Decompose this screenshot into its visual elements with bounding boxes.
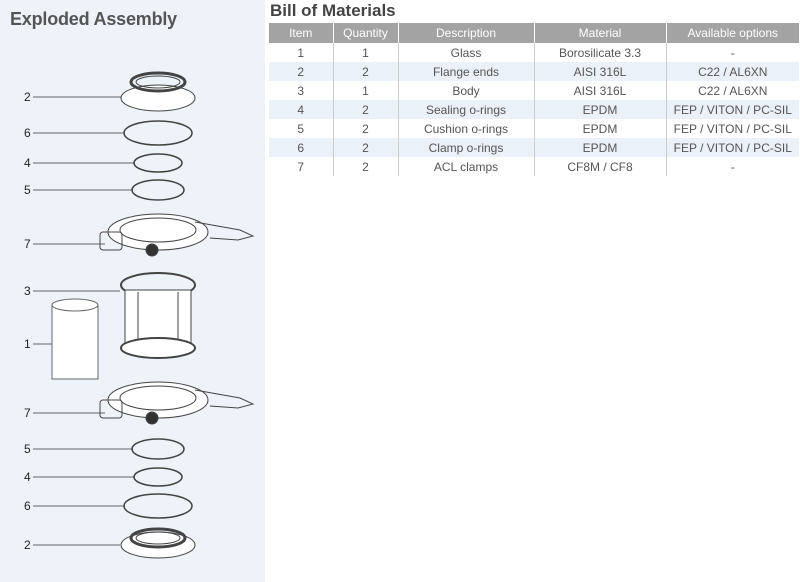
cell-options: FEP / VITON / PC-SIL xyxy=(666,100,799,119)
header-options: Available options xyxy=(666,23,799,43)
cell-material: CF8M / CF8 xyxy=(534,157,667,176)
cell-options: FEP / VITON / PC-SIL xyxy=(666,138,799,157)
cell-item: 7 xyxy=(269,157,334,176)
cell-description: ACL clamps xyxy=(398,157,535,176)
cell-quantity: 2 xyxy=(333,157,399,176)
cell-options: FEP / VITON / PC-SIL xyxy=(673,121,792,136)
part-callout: 4 xyxy=(24,470,31,484)
cell-description: Flange ends xyxy=(398,62,535,81)
part-callout: 5 xyxy=(24,442,31,456)
cell-quantity: 1 xyxy=(333,81,399,100)
cell-description: Body xyxy=(398,81,535,100)
cell-item: 6 xyxy=(269,138,334,157)
part-callout: 6 xyxy=(24,499,31,513)
part-callout: 5 xyxy=(24,183,31,197)
cell-options: - xyxy=(730,45,735,60)
cell-item: 1 xyxy=(269,43,334,62)
cell-options: C22 / AL6XN xyxy=(698,83,768,98)
cell-quantity: 2 xyxy=(333,62,399,81)
part-callout: 7 xyxy=(24,237,31,251)
clamp-top xyxy=(99,213,255,257)
part-callout: 4 xyxy=(24,156,31,170)
part-callout: 2 xyxy=(24,538,31,552)
flange-bottom xyxy=(120,527,196,559)
part-callout: 1 xyxy=(24,337,31,351)
glass xyxy=(51,298,99,380)
cell-description: Sealing o-rings xyxy=(398,100,535,119)
clamp-bottom xyxy=(99,381,255,425)
cell-quantity: 2 xyxy=(333,119,399,138)
part-callout: 6 xyxy=(24,126,31,140)
cell-options: C22 / AL6XN xyxy=(666,62,799,81)
cell-description: Clamp o-rings xyxy=(398,138,535,157)
exploded-assembly-drawing xyxy=(33,71,255,559)
header-material: Material xyxy=(534,23,667,43)
cell-item: 5 xyxy=(269,119,334,138)
flange-top xyxy=(120,71,196,112)
cell-material: EPDM xyxy=(534,100,667,119)
header-description: Description xyxy=(398,23,535,43)
cell-material: AISI 316L xyxy=(534,62,667,81)
cell-quantity: 2 xyxy=(333,100,399,119)
cell-material: Borosilicate 3.3 xyxy=(534,43,667,62)
cell-quantity: 1 xyxy=(333,43,399,62)
bom-table: Item Quantity Description Material Avail… xyxy=(269,23,799,176)
part-callout: 2 xyxy=(24,90,31,104)
cell-material: EPDM xyxy=(534,138,667,157)
cell-item: 4 xyxy=(269,100,334,119)
header-item: Item xyxy=(269,23,334,43)
cell-quantity: 2 xyxy=(333,138,399,157)
cell-description: Glass xyxy=(398,43,535,62)
cell-options: - xyxy=(730,159,735,174)
assembly-title: Exploded Assembly xyxy=(10,9,177,29)
cell-item: 3 xyxy=(269,81,334,100)
cell-material: AISI 316L xyxy=(534,81,667,100)
part-callout: 3 xyxy=(24,284,31,298)
bom-title: Bill of Materials xyxy=(270,1,396,20)
header-quantity: Quantity xyxy=(333,23,399,43)
cell-description: Cushion o-rings xyxy=(398,119,535,138)
part-callout: 7 xyxy=(24,406,31,420)
table-header: Item Quantity Description Material Avail… xyxy=(269,23,799,43)
exploded-assembly-panel: Exploded Assembly 2 6 4 5 7 3 1 7 5 4 6 … xyxy=(0,0,265,582)
cell-material: EPDM xyxy=(534,119,667,138)
cell-item: 2 xyxy=(269,62,334,81)
body xyxy=(120,272,196,359)
